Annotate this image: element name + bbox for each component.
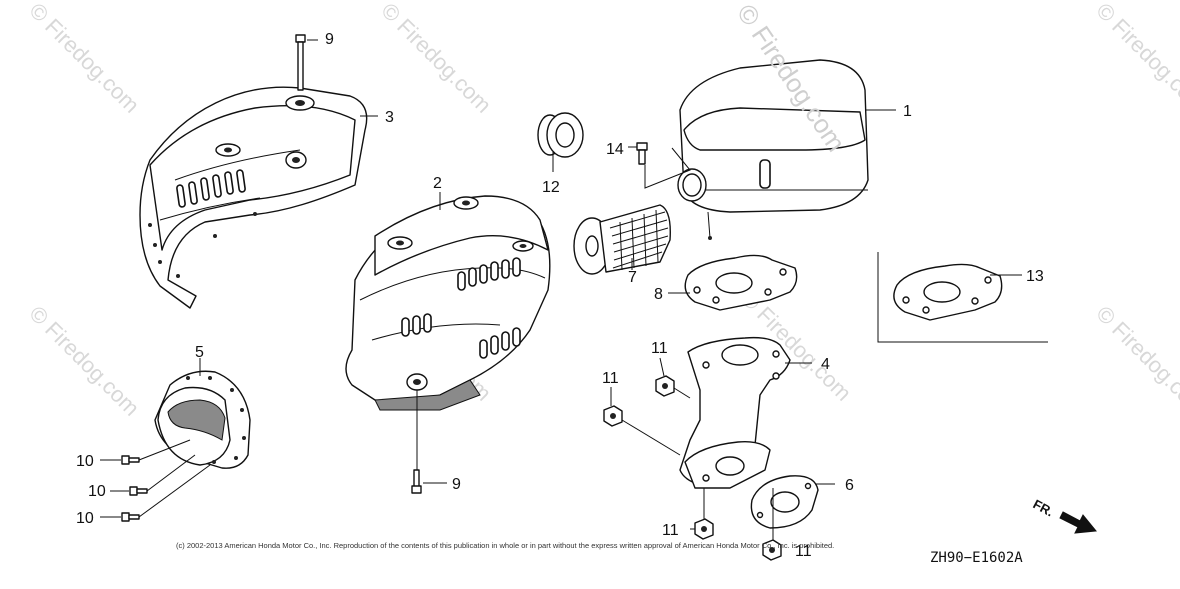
part-11-flange-nuts [603, 375, 782, 561]
part-9-bolt-bottom [411, 469, 422, 494]
callout-12: 12 [542, 179, 560, 196]
watermark: © Firedog.com [24, 0, 144, 118]
leader-line [673, 387, 691, 399]
leader-line [138, 464, 211, 518]
leader-line [659, 357, 665, 377]
callout-5: 5 [195, 344, 204, 361]
watermark: © Firedog.com [376, 0, 496, 118]
diagram-code: ZH90−E1602A [930, 550, 1023, 566]
callout-9-bottom: 9 [452, 476, 461, 493]
callout-numbers: 1 2 3 4 5 6 7 8 9 9 10 10 10 11 11 11 11… [76, 31, 1044, 560]
callout-11-b: 11 [602, 370, 619, 387]
callout-10-c: 10 [76, 510, 94, 527]
callout-6: 6 [845, 477, 854, 494]
callout-11-a: 11 [651, 340, 668, 357]
callout-9-top: 9 [325, 31, 334, 48]
part-3-muffler-cover [139, 86, 368, 309]
callout-4: 4 [821, 356, 830, 373]
callout-14: 14 [606, 141, 624, 158]
leader-line [644, 147, 691, 189]
callout-8: 8 [654, 286, 663, 303]
watermark: © Firedog.com [1091, 301, 1180, 421]
watermark: © Firedog.com [1091, 0, 1180, 118]
leader-line [138, 439, 191, 461]
part-2-muffler-protector [345, 195, 551, 411]
callout-3: 3 [385, 109, 394, 126]
part-5-exhaust-deflector [154, 370, 251, 469]
part-12-grommet [537, 112, 584, 158]
leader-line [621, 419, 681, 456]
part-8-muffler-gasket [684, 254, 798, 311]
part-13-muffler-gasket-alt [877, 252, 1048, 343]
part-10-screws [121, 455, 148, 522]
leader-line [146, 454, 196, 492]
callout-2: 2 [433, 175, 442, 192]
part-6-exhaust-gasket [750, 475, 819, 529]
part-7-spark-arrester [573, 204, 671, 275]
part-9-bolt-top [295, 34, 306, 91]
front-label: FR. [1031, 496, 1057, 519]
callout-13: 13 [1026, 268, 1044, 285]
callout-10-a: 10 [76, 453, 94, 470]
callout-11-c: 11 [662, 522, 679, 539]
callout-7: 7 [628, 269, 637, 286]
watermark: © Firedog.com [24, 301, 144, 421]
callout-11-d: 11 [795, 543, 812, 560]
part-14-tapping-screw [636, 142, 648, 165]
copyright-notice: (c) 2002-2013 American Honda Motor Co., … [176, 541, 834, 550]
part-1-muffler [677, 59, 869, 240]
front-arrow-icon [1059, 511, 1097, 534]
front-direction-indicator: FR. [1031, 496, 1097, 534]
callout-1: 1 [903, 103, 912, 120]
part-4-exhaust-pipe [679, 336, 791, 489]
callout-10-b: 10 [88, 483, 106, 500]
